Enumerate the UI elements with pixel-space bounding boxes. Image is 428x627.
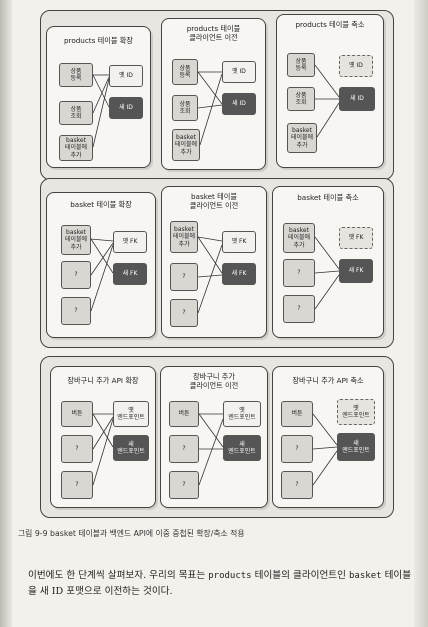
panel-api-migrate: 장바구니 추가 클라이언트 이전 버튼 ? ? 옛 엔드포인트 새 엔드포인트 <box>160 366 268 508</box>
page-binding-shadow <box>0 0 12 627</box>
box-new-id: 새 ID <box>339 87 375 111</box>
box-add-to-basket: basket 테이블에 추가 <box>170 221 198 253</box>
box-button: 버튼 <box>281 401 313 427</box>
body-text-part: 이번에도 한 단계씩 살펴보자. 우리의 목표는 <box>28 570 209 581</box>
box-product-lookup: 상품 조회 <box>287 87 315 111</box>
box-add-to-basket: basket 테이블에 추가 <box>61 225 91 255</box>
box-product-register: 상품 등록 <box>172 59 198 85</box>
box-new-fk: 새 FK <box>339 259 373 283</box>
figure-caption: 그림 9-9 basket 테이블과 백엔드 API에 이중 중첩된 확장/축소… <box>18 529 245 538</box>
box-unknown-1: ? <box>61 435 93 463</box>
panel-title: products 테이블 클라이언트 이전 <box>186 24 241 42</box>
box-button: 버튼 <box>169 401 199 427</box>
panel-products-expand: products 테이블 확장 상품 등록 상품 조회 basket 테이블에 … <box>46 26 151 168</box>
box-old-fk: 옛 FK <box>222 231 256 253</box>
panel-title: basket 테이블 축소 <box>297 193 359 202</box>
box-unknown-2: ? <box>61 471 93 499</box>
box-add-to-basket: basket 테이블에 추가 <box>172 129 200 161</box>
box-old-fk: 옛 FK <box>113 231 147 253</box>
panel-title: products 테이블 축소 <box>295 20 365 29</box>
box-new-id: 새 ID <box>109 97 143 119</box>
box-new-id: 새 ID <box>222 93 256 115</box>
body-text-part: 테이블의 클라이언트인 <box>251 570 350 581</box>
box-old-fk-removed: 옛 FK <box>339 227 373 249</box>
box-product-lookup: 상품 조회 <box>59 101 93 125</box>
panel-api-expand: 장바구니 추가 API 확장 버튼 ? ? 옛 엔드포인트 새 엔드포인트 <box>50 366 156 508</box>
box-product-register: 상품 등록 <box>287 53 315 77</box>
box-old-endpoint: 옛 엔드포인트 <box>113 401 149 427</box>
box-old-endpoint: 옛 엔드포인트 <box>223 401 261 427</box>
box-product-lookup: 상품 조회 <box>172 95 198 121</box>
box-unknown-2: ? <box>281 471 313 499</box>
box-add-to-basket: basket 테이블에 추가 <box>287 123 317 153</box>
box-add-to-basket: basket 테이블에 추가 <box>283 223 315 253</box>
box-new-endpoint: 새 엔드포인트 <box>113 435 149 461</box>
box-button: 버튼 <box>61 401 93 427</box>
box-new-endpoint: 새 엔드포인트 <box>223 435 261 461</box>
code-basket: basket <box>349 571 382 581</box>
box-old-id: 옛 ID <box>222 61 256 83</box>
panel-products-migrate: products 테이블 클라이언트 이전 상품 등록 상품 조회 basket… <box>161 18 266 170</box>
panel-title: 장바구니 추가 API 확장 <box>67 376 139 385</box>
box-new-fk: 새 FK <box>222 263 256 285</box>
box-unknown-2: ? <box>170 299 198 327</box>
panel-title: basket 테이블 클라이언트 이전 <box>189 192 239 210</box>
panel-basket-expand: basket 테이블 확장 basket 테이블에 추가 ? ? 옛 FK 새 … <box>46 192 156 338</box>
box-unknown-1: ? <box>170 263 198 291</box>
page-edge-shadow <box>414 0 428 627</box>
box-old-id-removed: 옛 ID <box>339 55 373 77</box>
panel-title: 장바구니 추가 클라이언트 이전 <box>189 372 239 390</box>
box-unknown-2: ? <box>169 471 199 499</box>
panel-title: basket 테이블 확장 <box>70 200 132 209</box>
panel-products-contract: products 테이블 축소 상품 등록 상품 조회 basket 테이블에 … <box>276 14 384 168</box>
panel-basket-migrate: basket 테이블 클라이언트 이전 basket 테이블에 추가 ? ? 옛… <box>161 186 267 338</box>
panel-basket-contract: basket 테이블 축소 basket 테이블에 추가 ? ? 옛 FK 새 … <box>272 186 384 338</box>
body-paragraph: 이번에도 한 단계씩 살펴보자. 우리의 목표는 products 테이블의 클… <box>28 568 413 599</box>
box-unknown-2: ? <box>61 297 91 325</box>
panel-api-contract: 장바구니 추가 API 축소 버튼 ? ? 옛 엔드포인트 새 엔드포인트 <box>272 366 384 508</box>
box-unknown-1: ? <box>169 435 199 463</box>
panel-title: products 테이블 확장 <box>63 36 134 45</box>
box-unknown-1: ? <box>283 259 315 287</box>
box-new-fk: 새 FK <box>113 263 147 285</box>
body-text-part: 테이블을 새 ID 포맷으로 이전하는 것이다. <box>28 570 412 597</box>
box-unknown-1: ? <box>61 261 91 289</box>
box-unknown-1: ? <box>281 435 313 463</box>
box-product-register: 상품 등록 <box>59 63 93 87</box>
box-old-endpoint-removed: 옛 엔드포인트 <box>337 399 375 425</box>
code-products: products <box>208 571 252 581</box>
box-new-endpoint: 새 엔드포인트 <box>337 433 375 461</box>
box-unknown-2: ? <box>283 295 315 323</box>
box-add-to-basket: basket 테이블에 추가 <box>59 135 93 161</box>
box-old-id: 옛 ID <box>109 65 143 87</box>
panel-title: 장바구니 추가 API 축소 <box>292 376 364 385</box>
